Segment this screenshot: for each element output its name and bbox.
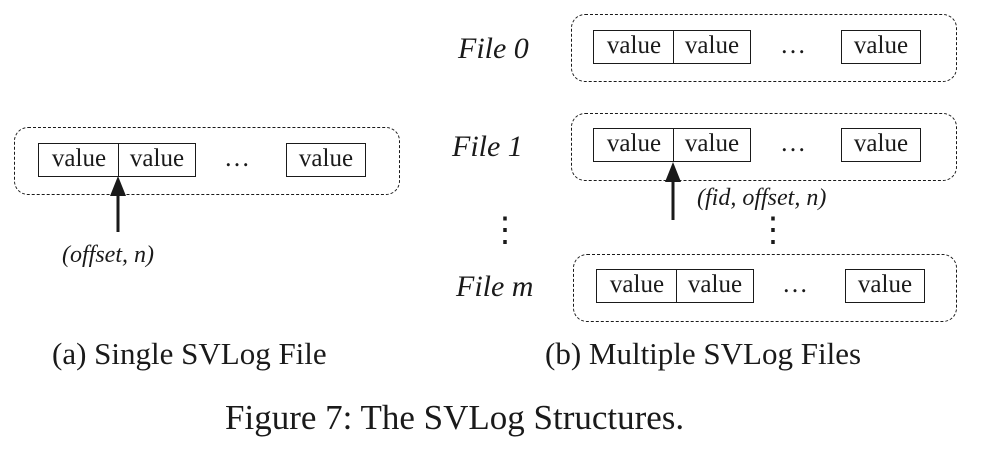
multiple-caption: (b) Multiple SVLog Files bbox=[545, 336, 862, 371]
single-ellipsis: … bbox=[224, 143, 255, 172]
single-svlog-frame bbox=[14, 127, 400, 195]
figure-caption: Figure 7: The SVLog Structures. bbox=[225, 398, 685, 437]
files-vertical-dots-left: ⋮ bbox=[488, 212, 522, 249]
single-value-cell-3: value bbox=[286, 143, 366, 177]
file-0-value-cell-2: value bbox=[673, 30, 751, 64]
file-1-value-cell-3: value bbox=[841, 128, 921, 162]
file-0-frame bbox=[571, 14, 957, 82]
file-m-ellipsis: … bbox=[782, 269, 813, 298]
file-1-value-cell-2: value bbox=[673, 128, 751, 162]
file-m-value-cell-2: value bbox=[676, 269, 754, 303]
file-0-value-cell-1: value bbox=[593, 30, 675, 64]
file-1-ellipsis: … bbox=[780, 128, 811, 157]
file-m-frame bbox=[573, 254, 957, 322]
file-m-label: File m bbox=[456, 270, 534, 303]
files-vertical-dots-right: ⋮ bbox=[756, 212, 790, 249]
single-pointer-label: (offset, n) bbox=[62, 242, 154, 268]
file-0-ellipsis: … bbox=[780, 30, 811, 59]
single-value-cell-2: value bbox=[118, 143, 196, 177]
file-1-value-cell-1: value bbox=[593, 128, 675, 162]
single-caption: (a) Single SVLog File bbox=[52, 336, 327, 371]
single-pointer-arrow bbox=[110, 176, 126, 232]
file-m-value-cell-1: value bbox=[596, 269, 678, 303]
file-0-label: File 0 bbox=[458, 32, 529, 65]
multiple-pointer-arrow bbox=[665, 162, 681, 220]
file-1-frame bbox=[571, 113, 957, 181]
file-m-value-cell-3: value bbox=[845, 269, 925, 303]
file-1-label: File 1 bbox=[452, 130, 523, 163]
file-0-value-cell-3: value bbox=[841, 30, 921, 64]
multiple-pointer-label: (fid, offset, n) bbox=[697, 185, 827, 211]
single-value-cell-1: value bbox=[38, 143, 120, 177]
